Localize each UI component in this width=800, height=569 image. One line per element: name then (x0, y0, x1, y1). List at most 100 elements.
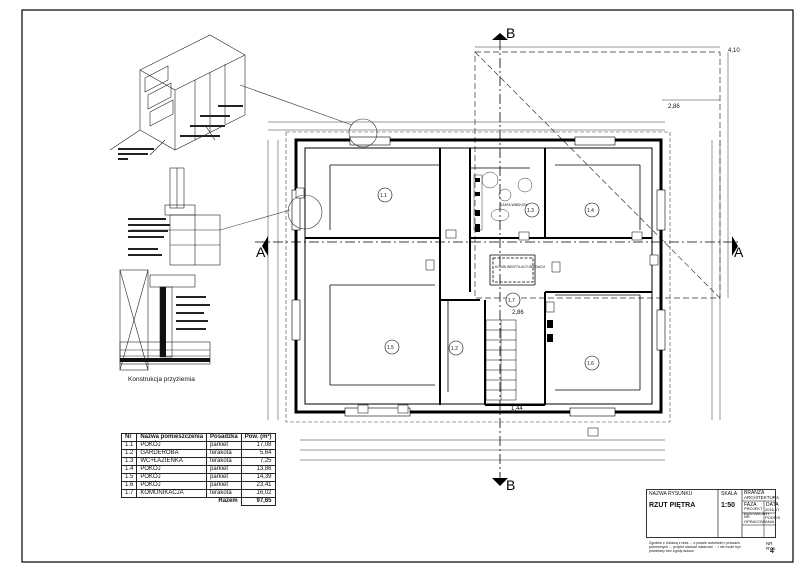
phase-value: PROJEKT BUDOWLANY (744, 506, 770, 516)
cell-floor: terakota (206, 489, 242, 498)
roof-outline (474, 51, 721, 299)
date-value: 2016.07 (765, 507, 780, 512)
staircase (485, 319, 517, 401)
cell-nr: 1.6 (120, 481, 138, 490)
dim-top-right-2: 2,86 (668, 104, 680, 110)
chimney (492, 257, 534, 283)
cell-area: 7,25 (240, 457, 276, 466)
wall-section-notes (128, 218, 170, 256)
cell-area: 5,64 (240, 449, 276, 458)
cell-name: POKÓJ (136, 481, 208, 490)
dim-stair-2: 1,44 (511, 406, 523, 412)
table-row: 1.7 KOMUNIKACJA terakota 16,02 (120, 489, 276, 498)
cell-floor: parkiet (206, 441, 242, 450)
drawing-name: RZUT PIĘTRA (649, 502, 696, 509)
cell-name: POKÓJ (136, 473, 208, 482)
table-row: 1.3 WC+ŁAZIENKA terakota 7,25 (120, 457, 276, 466)
total-value: 97,65 (240, 497, 276, 506)
cell-area: 17,08 (240, 441, 276, 450)
sign-label: PODPIS (765, 515, 781, 520)
section-b-bottom-label: B (506, 477, 515, 493)
cell-floor: parkiet (206, 481, 242, 490)
table-row: 1.1 POKÓJ parkiet 17,08 (120, 441, 276, 450)
roof-dimensions (475, 46, 729, 298)
cell-nr: 1.1 (120, 441, 138, 450)
dim-top-right-1: 4,10 (728, 48, 740, 54)
rooms-table: Nr Nazwa pomieszczenia Posadzka Pow. (m²… (120, 433, 276, 506)
col-header-name: Nazwa pomieszczenia (136, 433, 208, 442)
room-tag-1-7: 1.7 (508, 298, 515, 304)
title-block-grid (646, 489, 776, 538)
cell-name: WC+ŁAZIENKA (136, 457, 208, 466)
cell-floor: terakota (206, 449, 242, 458)
cell-floor: terakota (206, 457, 242, 466)
table-row: 1.5 POKÓJ parkiet 14,39 (120, 473, 276, 482)
room-tag-circles (377, 187, 600, 371)
cell-nr: 1.4 (120, 465, 138, 474)
room-tag-1-6: 1.6 (587, 361, 594, 367)
exterior-walls (294, 138, 663, 414)
cell-floor: parkiet (206, 465, 242, 474)
room-tag-1-2: 1.2 (451, 346, 458, 352)
room-tag-1-3: 1.3 (527, 208, 534, 214)
sheet-label: NR OPRACOWANIA (744, 514, 775, 524)
eaves-outline (285, 131, 671, 423)
col-header-nr: Nr (120, 433, 138, 442)
dimension-lines (267, 121, 721, 461)
total-label: Razem (218, 498, 238, 505)
cell-area: 23,41 (240, 481, 276, 490)
cell-name: POKÓJ (136, 465, 208, 474)
section-b-bottom-arrow (492, 478, 508, 486)
cell-area: 13,86 (240, 465, 276, 474)
vent-ducts (475, 178, 553, 342)
col-header-floor: Posadzka (206, 433, 242, 442)
section-b-top-arrow (492, 33, 508, 40)
col-header-area: Pow. (m²) (240, 433, 276, 442)
partitions (329, 164, 641, 392)
section-a-right-arrow (732, 236, 738, 256)
table-row: 1.6 POKÓJ parkiet 23,41 (120, 481, 276, 490)
table-header-row: Nr Nazwa pomieszczenia Posadzka Pow. (m²… (120, 433, 276, 442)
foundation-hatch (120, 287, 210, 362)
isometric-detail-notes (118, 105, 243, 160)
cell-nr: 1.7 (120, 489, 138, 498)
dim-stair-1: 2,86 (512, 310, 524, 316)
table-total-row: Razem 97,65 (122, 497, 276, 506)
room-tag-1-5: 1.5 (387, 345, 394, 351)
table-row: 1.4 POKÓJ parkiet 13,86 (120, 465, 276, 474)
cell-area: 16,02 (240, 489, 276, 498)
section-a-left-label: A (256, 244, 266, 260)
interior-walls (305, 148, 652, 406)
copyright-note: Zgodnie z Ustawą z dnia ... o prawie aut… (649, 541, 741, 554)
cell-nr: 1.3 (120, 457, 138, 466)
section-b-top-label: B (506, 25, 515, 41)
window-tags (295, 187, 659, 437)
cell-nr: 1.5 (120, 473, 138, 482)
drawing-no-label: NR RYS. (766, 541, 777, 551)
detail-caption: Konstrukcja przyziemia (128, 376, 195, 383)
cell-area: 14,39 (240, 473, 276, 482)
table-row: 1.2 GARDEROBA terakota 5,64 (120, 449, 276, 458)
branch-label: BRANŻA (744, 490, 765, 496)
chimney-label: KOMIN WENTYLACYJNY DACH (495, 265, 546, 269)
phase-label: FAZA (744, 502, 757, 508)
cell-name: KOMUNIKACJA (136, 489, 208, 498)
scale-value: 1:50 (721, 502, 736, 509)
scale-label: SKALA (721, 491, 738, 497)
cell-name: POKÓJ (136, 441, 208, 450)
drawing-no-value: 4 (770, 548, 774, 555)
section-a-left-arrow (262, 236, 268, 256)
detail-callouts (219, 84, 378, 231)
branch-value: ARCHITEKTURA (744, 495, 780, 500)
foundation-notes (176, 296, 210, 330)
closet-label: SZAFA WNĘKOWA (500, 203, 530, 207)
cell-floor: parkiet (206, 473, 242, 482)
sheet-border (21, 9, 794, 563)
bathroom-fixtures (473, 171, 533, 231)
name-label: NAZWA RYSUNKU (649, 491, 693, 497)
isometric-wall-detail (109, 34, 246, 156)
cell-nr: 1.2 (120, 449, 138, 458)
date-label: DATA (766, 502, 779, 508)
room-tag-1-4: 1.4 (587, 208, 594, 214)
